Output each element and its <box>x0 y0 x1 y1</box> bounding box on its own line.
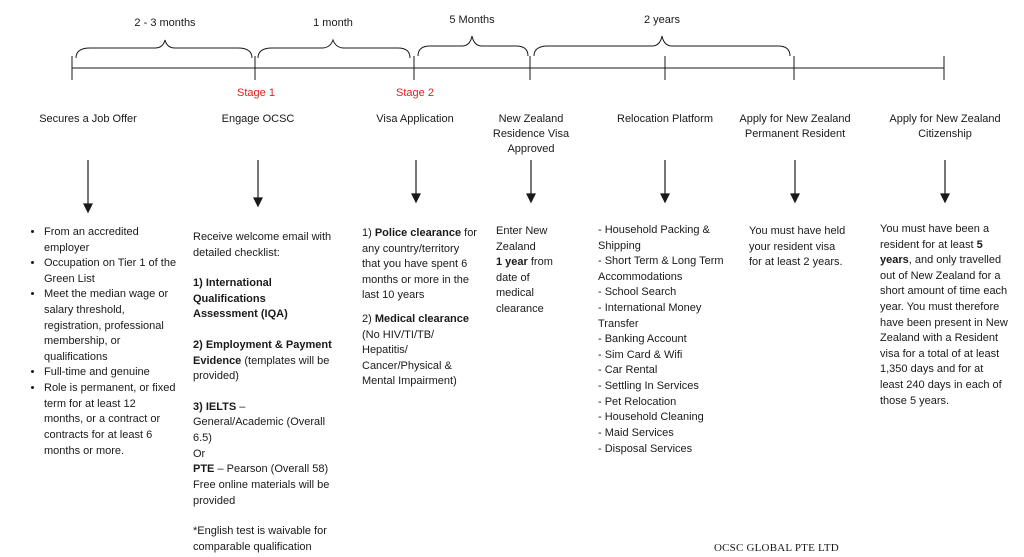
visa-application-requirements: 1) Police clearance for any country/terr… <box>362 226 478 390</box>
police-clearance: Police clearance <box>374 227 462 239</box>
brace-1-month <box>257 38 411 59</box>
heading-permanent-resident: Apply for New Zealand Permanent Resident <box>739 113 851 140</box>
citizenship-text-pre: You must have been a resident for at lea… <box>880 223 990 251</box>
checklist-employment-evidence: 2) Employment & Payment Evidence <box>193 339 332 367</box>
service-item: - Pet Relocation <box>598 395 677 408</box>
service-item: - Household Packing & Shipping <box>598 224 710 252</box>
police-clearance-detail: for any country/territory that you have … <box>362 227 477 302</box>
service-item: - Household Cleaning <box>598 411 704 424</box>
engage-ocsc-checklist: Receive welcome email with detailed chec… <box>193 230 333 555</box>
requirement-item: Full-time and genuine <box>44 365 177 381</box>
job-offer-requirements: From an accredited employer Occupation o… <box>22 225 177 459</box>
heading-relocation-platform: Relocation Platform <box>617 113 713 125</box>
five-years-text: 5 years <box>880 238 983 267</box>
service-item: - Car Rental <box>598 364 658 377</box>
heading-residence-visa-approved: New Zealand Residence Visa Approved <box>492 113 570 155</box>
stage-1-label: Stage 1 <box>237 87 275 99</box>
checklist-iqa: 1) International Qualifications Assessme… <box>193 277 288 321</box>
medical-clearance-detail: (No HIV/TI/TB/ Hepatitis/ Cancer/Physica… <box>362 328 457 388</box>
checklist-ielts-detail: – General/Academic (Overall 6.5) <box>193 400 326 445</box>
enter-nz-text: Enter New Zealand <box>496 225 548 253</box>
service-item: - Maid Services <box>598 426 674 439</box>
requirement-item: Occupation on Tier 1 of the Green List <box>44 256 177 287</box>
down-arrows <box>83 160 950 214</box>
checklist-pte-detail: – Pearson (Overall 58) Free online mater… <box>193 463 330 507</box>
brace-5-months <box>417 35 529 57</box>
requirement-item: Role is permanent, or fixed term for at … <box>44 381 177 459</box>
permanent-resident-note: You must have held your resident visa fo… <box>749 224 849 271</box>
service-item: - International Money Transfer <box>598 302 702 330</box>
medical-clearance: Medical clearance <box>374 313 470 326</box>
checklist-english-note: *English test is waivable for comparable… <box>193 525 327 553</box>
heading-citizenship: Apply for New Zealand Citizenship <box>889 113 1001 140</box>
checklist-intro: Receive welcome email with detailed chec… <box>193 231 332 259</box>
heading-job-offer: Secures a Job Offer <box>39 113 137 125</box>
checklist-employment-note: (templates will be provided) <box>193 354 330 383</box>
timeline-ticks <box>71 56 945 80</box>
citizenship-note: You must have been a resident for at lea… <box>880 222 1008 409</box>
checklist-or: Or <box>193 447 206 460</box>
item-number: 2) <box>362 313 375 326</box>
heading-visa-application: Visa Application <box>376 113 454 125</box>
heading-engage-ocsc: Engage OCSC <box>221 113 295 125</box>
duration-label-2: 1 month <box>313 17 353 29</box>
one-year-text: 1 year <box>496 256 528 269</box>
permanent-resident-text: You must have held your resident visa fo… <box>749 225 846 269</box>
brace-2-3-months <box>75 39 253 59</box>
duration-label-3: 5 Months <box>449 14 495 26</box>
residence-visa-note: Enter New Zealand 1 year from date of med… <box>496 224 568 318</box>
company-footer: OCSC GLOBAL PTE LTD <box>714 542 839 554</box>
requirement-item: Meet the median wage or salary threshold… <box>44 287 177 365</box>
duration-label-1: 2 - 3 months <box>134 17 196 29</box>
service-item: - Banking Account <box>598 333 687 346</box>
stage-2-label: Stage 2 <box>396 87 434 99</box>
citizenship-text-post: , and only travelled out of New Zealand … <box>880 254 1008 407</box>
requirement-item: From an accredited employer <box>44 225 177 256</box>
service-item: - Sim Card & Wifi <box>598 348 683 361</box>
relocation-services-list: - Household Packing & Shipping - Short T… <box>598 223 733 457</box>
service-item: - Short Term & Long Term Accommodations <box>598 255 724 283</box>
service-item: - School Search <box>598 286 677 299</box>
brace-2-years <box>533 35 791 57</box>
medical-clearance-date-text: from date of medical clearance <box>496 256 553 316</box>
duration-label-4: 2 years <box>643 14 681 26</box>
item-number: 1) <box>362 227 375 239</box>
checklist-ielts: 3) IELTS <box>193 400 237 413</box>
service-item: - Disposal Services <box>598 442 693 455</box>
service-item: - Settling In Services <box>598 380 699 393</box>
checklist-pte: PTE <box>193 463 215 476</box>
